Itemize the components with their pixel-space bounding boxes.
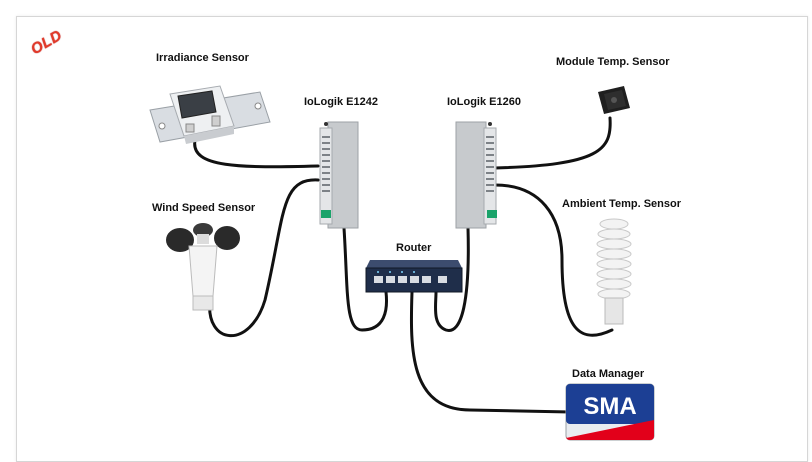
label-iologik-e1260: IoLogik E1260	[447, 96, 521, 108]
cable-irradiance	[193, 138, 320, 169]
ambient-temp-sensor	[596, 218, 632, 325]
cable-wind	[208, 178, 320, 338]
router-device	[365, 260, 463, 293]
label-wind-speed-sensor: Wind Speed Sensor	[152, 202, 256, 214]
label-ambient-temp-sensor: Ambient Temp. Sensor	[562, 198, 681, 210]
cable-module-temp	[493, 116, 612, 170]
cable-e1260-router	[433, 226, 470, 332]
label-iologik-e1242: IoLogik E1242	[304, 96, 378, 108]
iologik-e1260-device	[455, 121, 497, 229]
iologik-e1242-device	[319, 121, 359, 229]
irradiance-sensor	[149, 85, 271, 144]
label-irradiance-sensor: Irradiance Sensor	[156, 52, 249, 64]
label-module-temp-sensor: Module Temp. Sensor	[556, 56, 670, 68]
data-manager-device: SMA	[565, 383, 655, 441]
sma-logo-text: SMA	[583, 393, 636, 420]
cable-e1242-router	[342, 226, 388, 332]
label-data-manager: Data Manager	[572, 368, 645, 380]
cable-ambient-temp	[493, 183, 614, 337]
module-temp-sensor	[598, 86, 630, 114]
wind-speed-sensor	[166, 223, 240, 311]
cable-router-datamanager	[409, 290, 572, 414]
label-router: Router	[396, 242, 432, 254]
diagram-frame	[16, 16, 808, 462]
